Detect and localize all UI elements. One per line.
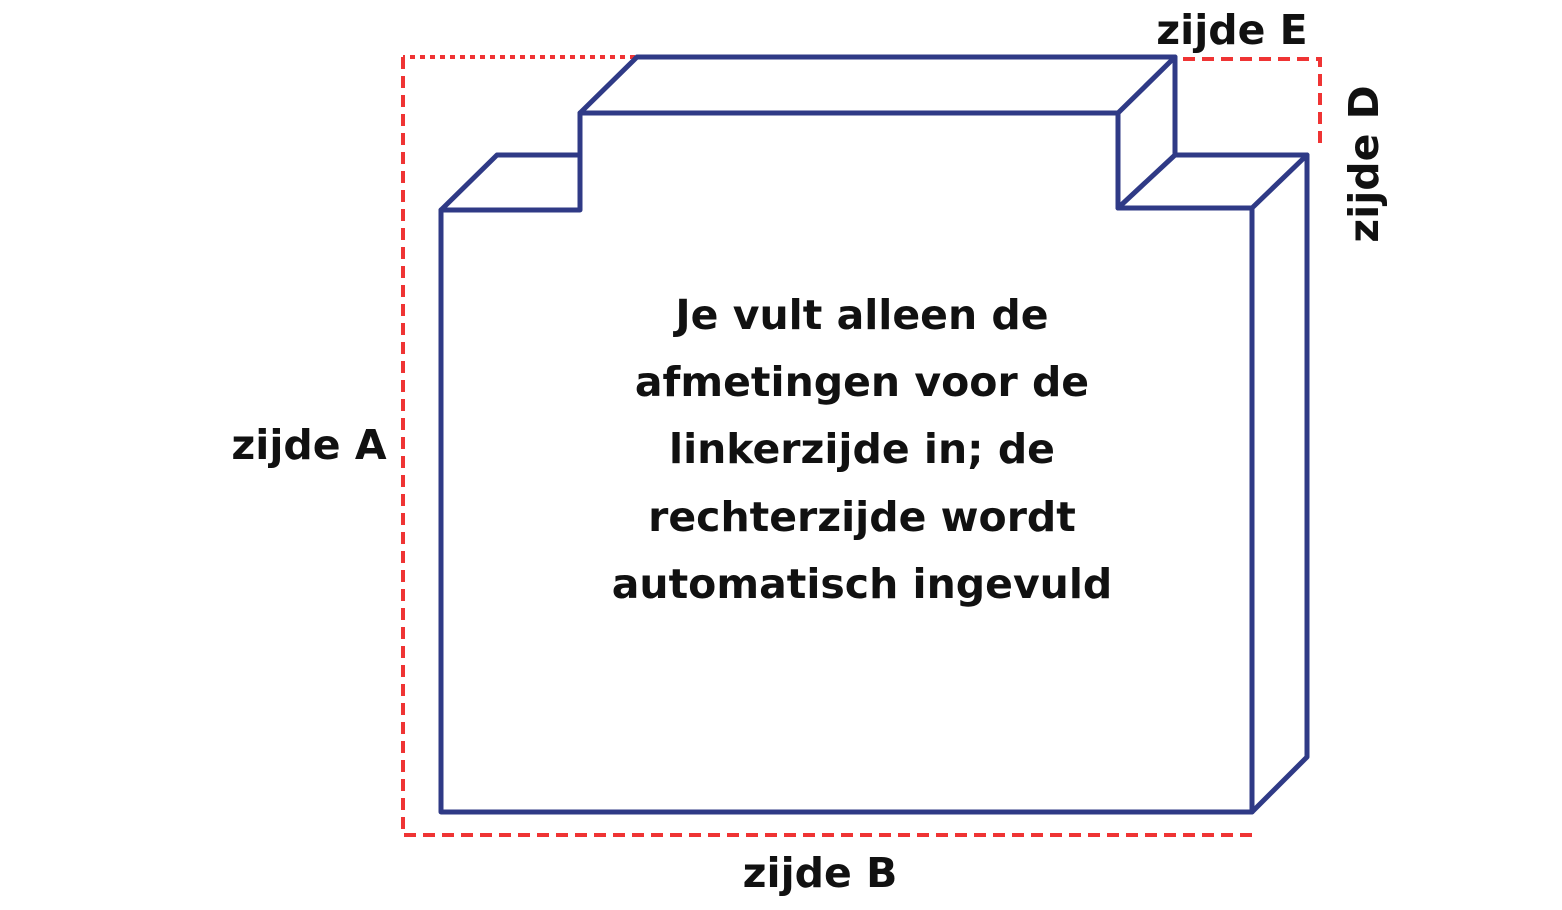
instruction-line: linkerzijde in; de [669,425,1055,473]
upper-right-side [1115,54,1178,211]
instruction-line: Je vult alleen de [672,291,1048,339]
instruction-line: automatisch ingevuld [612,560,1113,608]
dimension-line-d-e [1183,57,1322,143]
left-step-top [438,152,583,213]
label-side-e: zijde E [1156,6,1307,54]
label-side-b: zijde B [743,849,898,897]
label-side-d: zijde D [1340,85,1388,242]
instruction-text: Je vult alleen de afmetingen voor de lin… [612,291,1113,608]
right-step-top [1172,152,1310,211]
top-face [577,54,1178,116]
label-side-a: zijde A [231,421,386,469]
instruction-line: rechterzijde wordt [648,493,1076,541]
right-side-face [1249,152,1310,815]
instruction-line: afmetingen voor de [635,358,1089,406]
